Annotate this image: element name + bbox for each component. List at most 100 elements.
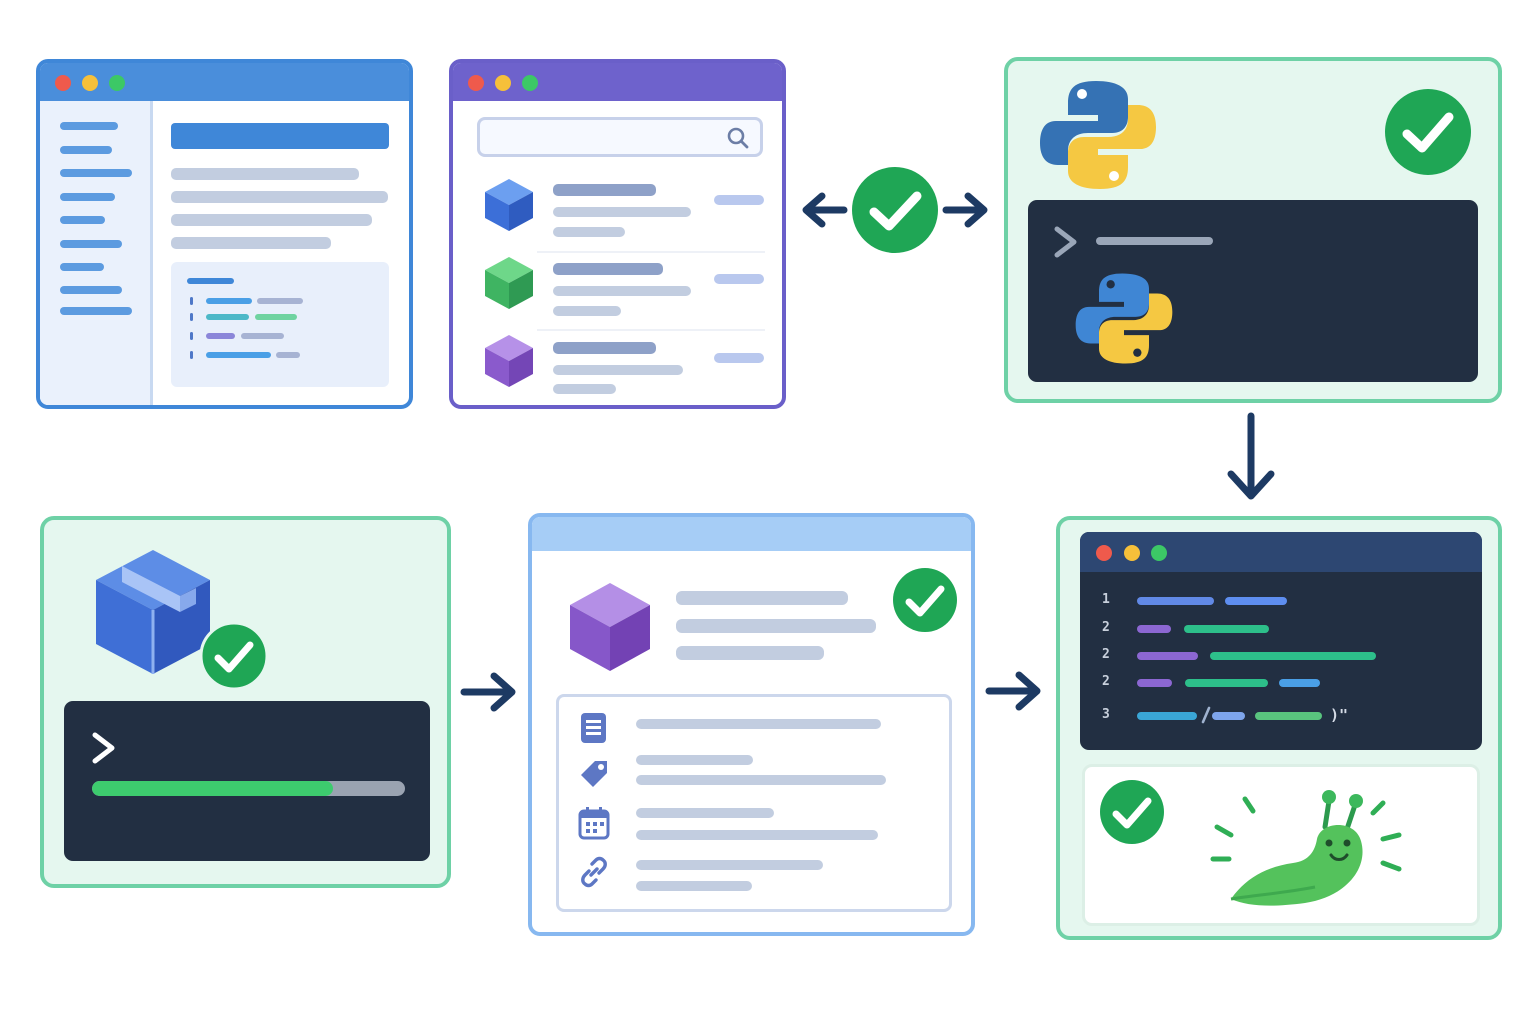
code-token: [1137, 712, 1197, 720]
package-description: [553, 365, 683, 375]
close-dot[interactable]: [55, 75, 71, 91]
purple-cube-icon: [566, 579, 654, 675]
prompt-chevron-icon: [90, 731, 120, 765]
package-search-window: [449, 59, 786, 409]
slug-mascot: [1205, 775, 1415, 915]
package-description: [553, 306, 621, 316]
sidebar-item[interactable]: [60, 169, 132, 177]
python-logo: [1074, 270, 1174, 367]
code-token: [1279, 679, 1320, 687]
code-gutter: [190, 351, 193, 359]
metadata-label: [636, 860, 823, 870]
code-token: [1137, 679, 1172, 687]
result-divider: [537, 251, 765, 253]
sidebar-item[interactable]: [60, 193, 115, 201]
package-title: [676, 591, 848, 605]
maximize-dot[interactable]: [1151, 545, 1167, 561]
sidebar-item[interactable]: [60, 216, 105, 224]
sidebar-item[interactable]: [60, 122, 118, 130]
install-progress-fill: [92, 781, 333, 796]
result-divider: [537, 329, 765, 331]
docs-heading: [171, 123, 389, 149]
blue-cube-icon: [481, 175, 537, 235]
package-version-badge: [714, 353, 764, 363]
python-check-panel: [1004, 57, 1502, 403]
metadata-value: [636, 775, 886, 785]
metadata-value: [636, 881, 752, 891]
terminal: [1028, 200, 1478, 382]
text-line: [171, 237, 331, 249]
check-icon: [1097, 777, 1167, 847]
success-card: [1082, 764, 1480, 926]
check-icon: [890, 565, 960, 635]
code-slash: [1200, 706, 1212, 724]
code-gutter: [190, 313, 193, 321]
link-icon: [577, 855, 611, 889]
code-token: [257, 298, 303, 304]
code-token: [1137, 652, 1198, 660]
minimize-dot[interactable]: [82, 75, 98, 91]
calendar-icon: [577, 805, 611, 841]
code-snippet-box: [171, 262, 389, 387]
close-dot[interactable]: [1096, 545, 1112, 561]
code-gutter: [190, 332, 193, 340]
sidebar-item[interactable]: [60, 263, 104, 271]
maximize-dot[interactable]: [109, 75, 125, 91]
command-text: [1096, 237, 1213, 245]
code-token: [1210, 652, 1376, 660]
green-cube-icon: [481, 253, 537, 313]
code-token: [1137, 625, 1171, 633]
code-token: [241, 333, 284, 339]
package-name[interactable]: [553, 342, 656, 354]
package-version-badge: [714, 274, 764, 284]
code-token: [1184, 625, 1269, 633]
code-token: [206, 352, 271, 358]
code-token: [1225, 597, 1287, 605]
sidebar-item[interactable]: [60, 146, 112, 154]
package-description: [553, 207, 691, 217]
line-number: 3: [1102, 707, 1110, 722]
code-token: [255, 314, 297, 320]
tag-icon: [577, 757, 611, 791]
editor-titlebar: [1080, 532, 1482, 572]
sidebar-item[interactable]: [60, 286, 122, 294]
right-arrow: [983, 663, 1047, 719]
detail-window-titlebar: [532, 517, 971, 551]
package-box-icon: [88, 542, 218, 682]
sidebar-item[interactable]: [60, 240, 122, 248]
metadata-card: [556, 694, 952, 912]
check-icon: [852, 167, 938, 253]
install-progress-bar: [92, 781, 405, 796]
check-icon: [1382, 86, 1474, 178]
line-number: 2: [1102, 674, 1110, 689]
terminal: [64, 701, 430, 861]
package-version-badge: [714, 195, 764, 205]
package-description: [553, 384, 616, 394]
minimize-dot[interactable]: [1124, 545, 1140, 561]
search-input[interactable]: [477, 117, 763, 157]
close-dot[interactable]: [468, 75, 484, 91]
code-token: [206, 314, 249, 320]
code-token: [1255, 712, 1322, 720]
metadata-value: [636, 719, 881, 729]
text-line: [171, 168, 359, 180]
docs-titlebar: [40, 63, 409, 101]
package-name[interactable]: [553, 184, 656, 196]
search-icon[interactable]: [725, 125, 751, 151]
purple-cube-icon: [481, 331, 537, 391]
check-icon: [198, 620, 270, 692]
package-description: [553, 286, 691, 296]
code-closing-token: )": [1330, 706, 1349, 724]
code-token: [1185, 679, 1268, 687]
text-line: [171, 191, 388, 203]
package-name[interactable]: [553, 263, 663, 275]
code-gutter: [190, 297, 193, 305]
metadata-label: [636, 808, 774, 818]
package-detail-window: [528, 513, 975, 936]
maximize-dot[interactable]: [522, 75, 538, 91]
code-editor: 1 2 2 2 3 )": [1080, 532, 1482, 750]
minimize-dot[interactable]: [495, 75, 511, 91]
sidebar-item[interactable]: [60, 307, 132, 315]
code-token: [1137, 597, 1214, 605]
code-token: [276, 352, 300, 358]
